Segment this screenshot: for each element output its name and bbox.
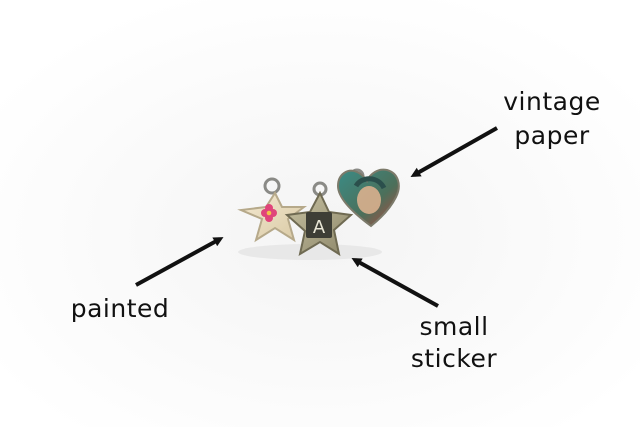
charm-shadow xyxy=(238,244,382,260)
jump-ring xyxy=(263,177,281,195)
flower-icon xyxy=(261,204,277,222)
arrow-small-sticker xyxy=(351,258,439,308)
label-painted: painted xyxy=(70,294,170,323)
letter-sticker xyxy=(306,212,332,238)
letter-text: A xyxy=(313,217,326,238)
heart-charm xyxy=(336,168,400,228)
label-small: small xyxy=(419,312,489,341)
label-paper: paper xyxy=(514,121,590,150)
portrait-face xyxy=(357,186,381,214)
portrait-hair xyxy=(353,176,387,190)
arrow-painted xyxy=(135,237,224,287)
letter-star-charm: A xyxy=(284,190,354,257)
arrow-vintage-paper xyxy=(410,126,498,177)
painted-star-charm xyxy=(237,190,307,243)
label-vintage: vintage xyxy=(503,87,601,116)
label-sticker: sticker xyxy=(410,344,498,373)
